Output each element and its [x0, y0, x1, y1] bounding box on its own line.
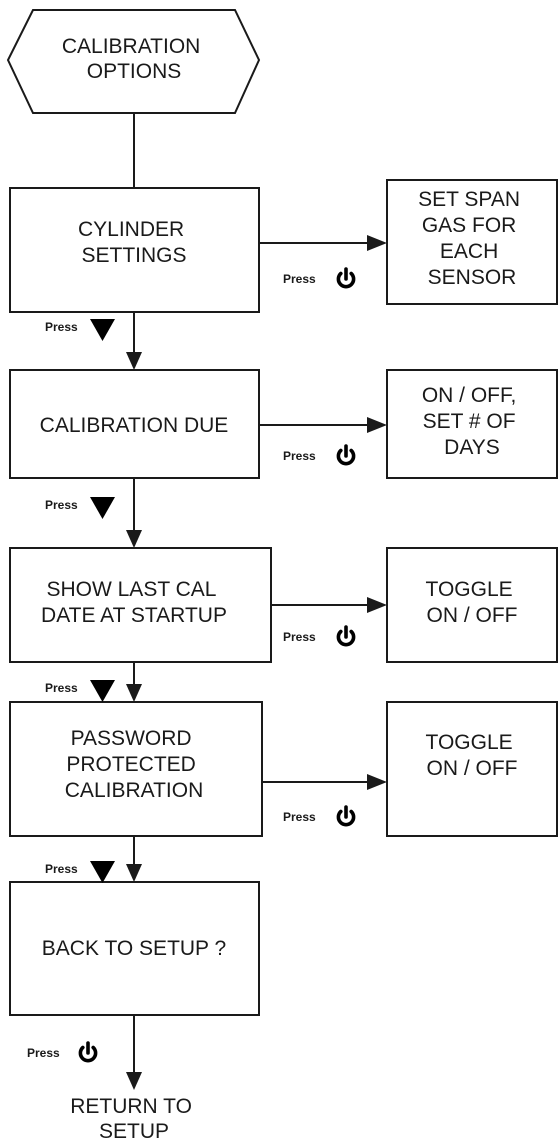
password-line-3: CALIBRATION [65, 779, 203, 802]
back-to-setup-text: BACK TO SETUP ? [42, 937, 226, 960]
password-line-1: PASSWORD [71, 727, 192, 750]
arrowhead-return [126, 1072, 142, 1090]
set-days-box [386, 369, 558, 479]
password-protected-box [9, 701, 263, 837]
return-line-2: SETUP [99, 1120, 169, 1143]
down-triangle-icon [90, 861, 115, 883]
press-down-label-3: Press [45, 680, 115, 702]
toggle-password-text: TOGGLE ON / OFF [426, 731, 519, 780]
press-power-label-3: Press [283, 625, 356, 647]
days-line-2: SET # OF [423, 410, 516, 433]
return-line-1: RETURN TO [70, 1095, 192, 1118]
power-icon [336, 805, 356, 827]
span-line-3: EACH [440, 240, 498, 263]
power-icon [78, 1041, 98, 1063]
press-down-label-2: Press [45, 497, 115, 519]
press-text: Press [45, 498, 78, 512]
arrowhead-toggle1 [367, 597, 387, 613]
press-text: Press [45, 862, 78, 876]
press-text: Press [27, 1046, 60, 1060]
days-line-3: DAYS [444, 436, 500, 459]
power-icon [336, 444, 356, 466]
set-span-box [386, 179, 558, 305]
arrowhead-back [126, 864, 142, 882]
power-icon [336, 267, 356, 289]
return-to-setup-text: RETURN TO SETUP [70, 1095, 198, 1143]
password-protected-text: PASSWORD PROTECTED CALIBRATION [65, 727, 203, 802]
set-days-text: ON / OFF, SET # OF DAYS [422, 384, 522, 459]
toggle2-line-2: ON / OFF [427, 757, 518, 780]
calibration-due-box [9, 369, 260, 479]
toggle1-line-1: TOGGLE [426, 578, 513, 601]
password-line-2: PROTECTED [66, 753, 196, 776]
set-span-text: SET SPAN GAS FOR EACH SENSOR [418, 188, 526, 289]
press-text: Press [283, 630, 316, 644]
start-hexagon [6, 9, 261, 114]
press-text: Press [283, 810, 316, 824]
press-power-label-4: Press [283, 805, 356, 827]
cylinder-settings-box [9, 187, 260, 313]
power-icon [336, 625, 356, 647]
press-down-label-1: Press [45, 319, 115, 341]
cylinder-settings-text: CYLINDER SETTINGS [78, 218, 190, 267]
arrowhead-showlast [126, 530, 142, 548]
press-power-label-2: Press [283, 444, 356, 466]
start-line-1: CALIBRATION [62, 35, 200, 58]
down-triangle-icon [90, 680, 115, 702]
press-text: Press [283, 272, 316, 286]
toggle1-line-2: ON / OFF [427, 604, 518, 627]
arrowhead-caldue [126, 352, 142, 370]
press-text: Press [45, 681, 78, 695]
press-power-label-5: Press [27, 1041, 98, 1063]
start-line-2: OPTIONS [87, 60, 182, 83]
span-line-4: SENSOR [428, 266, 517, 289]
toggle-startup-text: TOGGLE ON / OFF [426, 578, 519, 627]
cylinder-line-2: SETTINGS [81, 244, 186, 267]
back-line-1: BACK TO SETUP ? [42, 937, 226, 960]
span-line-2: GAS FOR [422, 214, 517, 237]
span-line-1: SET SPAN [418, 188, 520, 211]
back-to-setup-box [9, 881, 260, 1016]
days-line-1: ON / OFF, [422, 384, 517, 407]
show-last-cal-text: SHOW LAST CAL DATE AT STARTUP [41, 578, 227, 627]
toggle-startup-box [386, 547, 558, 663]
press-text: Press [45, 320, 78, 334]
down-triangle-icon [90, 497, 115, 519]
cylinder-line-1: CYLINDER [78, 218, 184, 241]
arrowhead-span [367, 235, 387, 251]
showlast-line-1: SHOW LAST CAL [46, 578, 215, 601]
arrowhead-days [367, 417, 387, 433]
arrowhead-toggle2 [367, 774, 387, 790]
start-text: CALIBRATION OPTIONS [62, 35, 206, 83]
down-triangle-icon [90, 319, 115, 341]
toggle2-line-1: TOGGLE [426, 731, 513, 754]
press-text: Press [283, 449, 316, 463]
showlast-line-2: DATE AT STARTUP [41, 604, 227, 627]
arrowhead-password [126, 684, 142, 702]
calibration-due-text: CALIBRATION DUE [40, 414, 229, 437]
caldue-line-1: CALIBRATION DUE [40, 414, 229, 437]
press-down-label-4: Press [45, 861, 115, 883]
toggle-password-box [386, 701, 558, 837]
show-last-cal-box [9, 547, 272, 663]
press-power-label-1: Press [283, 267, 356, 289]
